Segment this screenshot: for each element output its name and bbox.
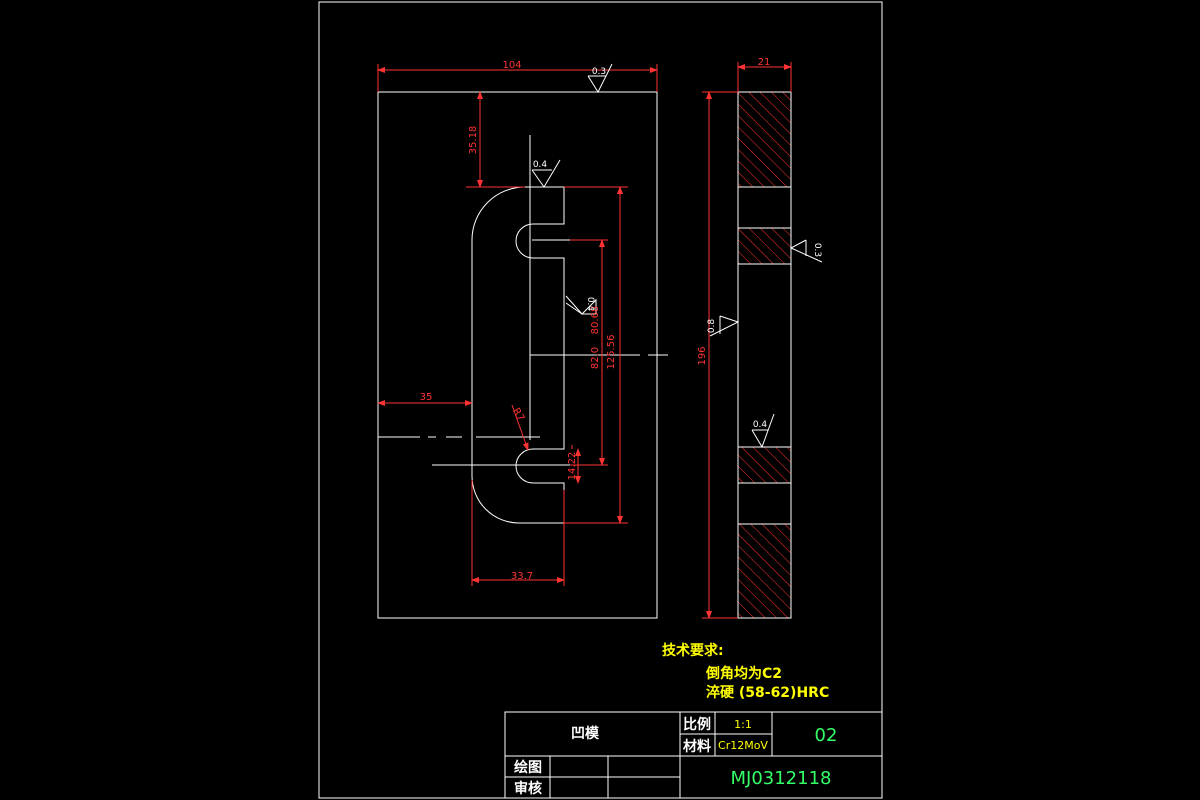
tech-requirement-hardness: 淬硬 (58-62)HRC <box>706 684 829 701</box>
dim-inner-b: 80.68 <box>590 306 601 335</box>
dim-width-total: 104 <box>502 60 521 71</box>
dim-slot-small: 14.22 <box>567 452 578 481</box>
dim-side-thickness: 21 <box>758 57 771 68</box>
sheet-number: 02 <box>815 725 838 746</box>
side-dimension-lines <box>702 62 792 619</box>
side-roughness-symbols <box>709 239 823 449</box>
section-hatch-3 <box>737 446 792 484</box>
roughness-side-right: 0.3 <box>812 243 822 257</box>
dim-inner-a: 82.0 <box>590 347 601 369</box>
side-view: 21 196 0.3 0.8 0.4 <box>697 57 823 619</box>
front-view: 104 35.18 35 33.7 125.56 82.0 80.68 R7 1… <box>377 60 668 619</box>
tech-requirement-chamfer: 倒角均为C2 <box>705 665 782 682</box>
front-dimension-lines <box>377 64 658 586</box>
roughness-side-lower: 0.4 <box>753 420 768 430</box>
dim-height-to-slot: 35.18 <box>468 126 479 155</box>
front-roughness-symbols <box>531 63 613 315</box>
roughness-slot-top: 0.4 <box>533 160 548 170</box>
dim-slot-radius: R7 <box>510 406 526 423</box>
material-label: 材料 <box>683 738 711 755</box>
roughness-side-left: 0.8 <box>707 319 717 334</box>
part-name: 凹模 <box>571 725 600 742</box>
scale-value: 1:1 <box>734 718 752 731</box>
tech-requirements: 技术要求: 倒角均为C2 淬硬 (58-62)HRC <box>662 642 829 701</box>
drawing-number: MJ0312118 <box>730 768 831 789</box>
dim-left-offset: 35 <box>420 392 433 403</box>
checked-label: 审核 <box>514 780 542 797</box>
side-outline <box>737 91 792 619</box>
roughness-top: 0.3 <box>592 67 606 77</box>
drawn-label: 绘图 <box>514 759 542 776</box>
section-hatch-1 <box>737 91 792 188</box>
cavity-outline <box>471 186 565 524</box>
sheet-frame <box>318 1 883 799</box>
tech-requirements-title: 技术要求: <box>662 642 724 659</box>
dim-side-height: 196 <box>697 346 708 365</box>
material-value: Cr12MoV <box>718 739 768 752</box>
roughness-slot-right: 0.4 <box>585 297 595 312</box>
title-block <box>504 711 883 799</box>
section-hatch-4 <box>737 523 792 619</box>
dim-slot-width: 33.7 <box>511 571 533 582</box>
section-hatch-2 <box>737 227 792 265</box>
scale-label: 比例 <box>683 716 711 733</box>
dim-slot-length: 125.56 <box>606 335 617 370</box>
